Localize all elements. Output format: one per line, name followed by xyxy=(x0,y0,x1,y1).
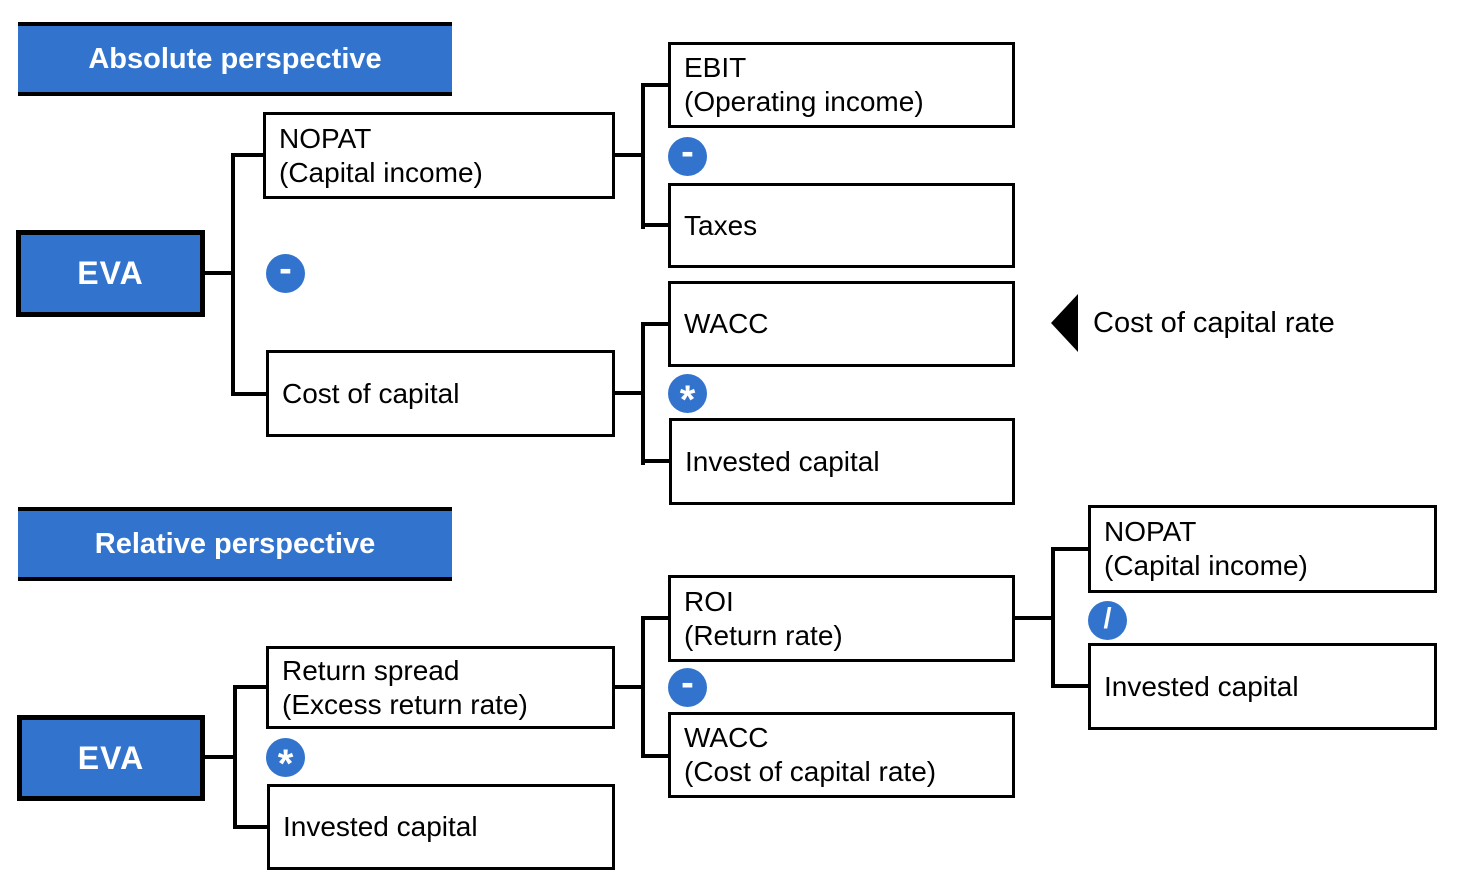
box-invested-capital-roi: Invested capital xyxy=(1088,643,1437,730)
connector-line xyxy=(645,754,668,758)
connector-line xyxy=(231,153,235,396)
box-label: Cost of capital xyxy=(282,377,460,409)
divide-operator-icon: / xyxy=(1088,601,1127,640)
multiply-operator-icon: * xyxy=(668,374,707,422)
box-eva-absolute: EVA xyxy=(16,230,205,317)
box-eva-relative: EVA xyxy=(17,715,205,801)
box-sublabel: (Cost of capital rate) xyxy=(684,756,937,787)
connector-line xyxy=(615,153,643,157)
connector-line xyxy=(205,755,235,759)
box-invested-capital-relative: Invested capital xyxy=(267,784,615,870)
connector-line xyxy=(233,685,237,829)
box-sublabel: (Capital income) xyxy=(279,156,483,188)
header-label: Relative perspective xyxy=(94,527,376,560)
connector-line xyxy=(645,223,668,227)
header-label: Absolute perspective xyxy=(88,42,382,75)
connector-line xyxy=(1055,547,1088,551)
box-sublabel: (Capital income) xyxy=(1104,550,1308,581)
box-label: Return spread xyxy=(282,654,460,686)
box-label: ROI xyxy=(684,585,734,617)
box-sublabel: (Return rate) xyxy=(684,619,843,651)
connector-line xyxy=(645,616,668,620)
box-label: NOPAT xyxy=(1104,516,1197,547)
box-cost-of-capital: Cost of capital xyxy=(266,350,615,437)
connector-line xyxy=(641,322,645,465)
connector-line xyxy=(1015,616,1055,620)
connector-line xyxy=(235,392,266,396)
connector-line xyxy=(645,459,669,463)
box-label: EBIT xyxy=(684,52,747,83)
box-nopat-absolute: NOPAT (Capital income) xyxy=(263,112,615,199)
box-sublabel: (Operating income) xyxy=(684,86,924,117)
eva-label: EVA xyxy=(77,739,145,776)
box-label: WACC xyxy=(684,722,769,753)
connector-line xyxy=(641,616,645,758)
box-return-spread: Return spread (Excess return rate) xyxy=(266,646,615,729)
connector-line xyxy=(235,153,263,157)
box-label: Taxes xyxy=(684,209,758,241)
multiply-operator-icon: * xyxy=(266,738,305,786)
connector-line xyxy=(615,391,643,395)
box-label: NOPAT xyxy=(279,122,372,154)
connector-line xyxy=(1055,684,1088,688)
header-absolute-perspective: Absolute perspective xyxy=(18,22,452,96)
box-label: Invested capital xyxy=(283,811,478,842)
box-sublabel: (Excess return rate) xyxy=(282,688,528,720)
minus-operator-icon: - xyxy=(668,662,707,707)
left-arrow-icon xyxy=(1051,294,1078,352)
connector-line xyxy=(237,685,266,689)
box-label: WACC xyxy=(684,308,769,339)
connector-line xyxy=(645,83,668,87)
minus-operator-icon: - xyxy=(266,248,305,293)
connector-line xyxy=(237,825,267,829)
box-nopat-relative: NOPAT (Capital income) xyxy=(1088,505,1437,593)
box-wacc-absolute: WACC xyxy=(668,281,1015,367)
connector-line xyxy=(615,685,643,689)
cost-of-capital-rate-label: Cost of capital rate xyxy=(1093,307,1335,339)
box-roi: ROI (Return rate) xyxy=(668,575,1015,662)
box-invested-capital-absolute: Invested capital xyxy=(669,418,1015,505)
box-taxes: Taxes xyxy=(668,183,1015,268)
box-wacc-relative: WACC (Cost of capital rate) xyxy=(668,712,1015,798)
connector-line xyxy=(1051,547,1055,688)
box-ebit: EBIT (Operating income) xyxy=(668,42,1015,128)
header-relative-perspective: Relative perspective xyxy=(18,507,452,581)
box-label: Invested capital xyxy=(685,445,880,477)
eva-label: EVA xyxy=(77,255,144,291)
connector-line xyxy=(641,83,645,229)
box-label: Invested capital xyxy=(1104,670,1299,702)
minus-operator-icon: - xyxy=(668,131,707,176)
connector-line xyxy=(205,271,235,275)
connector-line xyxy=(645,322,668,326)
